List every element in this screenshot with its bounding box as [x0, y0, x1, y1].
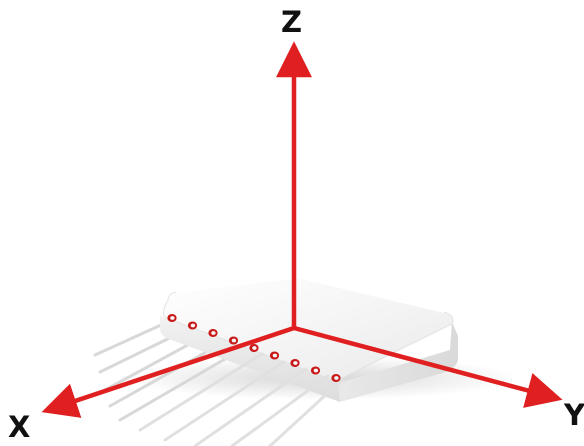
- x-axis-line: [41, 325, 295, 418]
- box-right-face: [336, 322, 458, 402]
- port-hole-1: [170, 316, 175, 320]
- port-hole-3: [211, 331, 216, 335]
- device-box: [93, 276, 520, 446]
- box-front-face: [160, 316, 340, 402]
- port-hole-8: [313, 368, 319, 373]
- box-top-face: [162, 277, 454, 380]
- z-axis-label: Z: [281, 5, 302, 39]
- axes: [41, 41, 563, 418]
- port-hole-4: [231, 338, 237, 343]
- port-hole-2: [190, 323, 196, 328]
- port-hole-5: [252, 346, 257, 350]
- y-axis-label: Y: [563, 398, 584, 432]
- port-hole-7: [293, 361, 298, 365]
- port-hole-9: [334, 376, 339, 380]
- x-axis-label: X: [8, 410, 30, 444]
- cable-bundle: [93, 318, 246, 422]
- port-hole-6: [272, 353, 278, 358]
- y-axis-line: [293, 325, 563, 408]
- port-row: [167, 314, 341, 382]
- cable-bundle-front: [138, 352, 344, 446]
